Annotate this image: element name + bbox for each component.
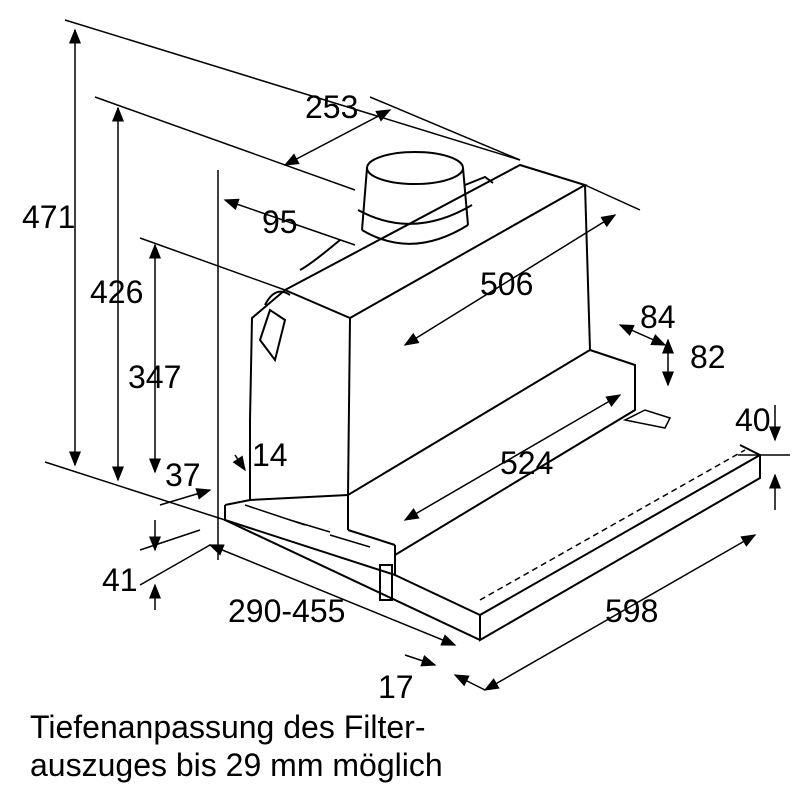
dim-524: 524 bbox=[500, 445, 553, 481]
dim-14: 14 bbox=[252, 437, 288, 473]
dim-426: 426 bbox=[90, 274, 143, 310]
dim-95: 95 bbox=[262, 204, 298, 240]
dim-17: 17 bbox=[378, 669, 414, 705]
dim-82: 82 bbox=[690, 339, 726, 375]
exhaust-pipe bbox=[357, 151, 494, 245]
dimension-lines bbox=[44, 19, 790, 691]
dim-84: 84 bbox=[640, 299, 676, 335]
hood-body bbox=[224, 151, 763, 642]
dim-598: 598 bbox=[605, 593, 658, 629]
dim-253: 253 bbox=[305, 89, 358, 125]
dim-347: 347 bbox=[128, 359, 181, 395]
dim-40: 40 bbox=[735, 402, 771, 438]
dim-471: 471 bbox=[22, 199, 75, 235]
caption-line-2: auszuges bis 29 mm möglich bbox=[30, 747, 443, 783]
dim-290-455: 290-455 bbox=[228, 593, 345, 629]
dim-41: 41 bbox=[102, 562, 138, 598]
caption-line-1: Tiefenanpassung des Filter- bbox=[30, 709, 426, 745]
dim-506: 506 bbox=[480, 266, 533, 302]
dim-37: 37 bbox=[165, 457, 201, 493]
